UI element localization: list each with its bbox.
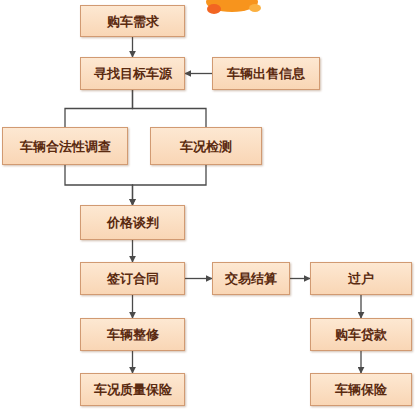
- cartoon-blob: [207, 4, 221, 14]
- flow-arrow: [360, 295, 361, 318]
- box-label: 交易结算: [225, 271, 277, 286]
- box-label: 价格谈判: [107, 215, 159, 230]
- box-label: 车辆出售信息: [227, 66, 305, 81]
- box-label: 车辆保险: [335, 382, 387, 397]
- flow-arrow: [65, 90, 133, 127]
- flow-arrow: [65, 165, 133, 205]
- cartoon-blob: [206, 0, 258, 12]
- process-box: 寻找目标车源: [80, 57, 185, 90]
- process-box: 车辆保险: [310, 373, 412, 406]
- process-box: 购车贷款: [310, 318, 412, 351]
- flow-arrow: [132, 240, 133, 262]
- box-label: 签订合同: [107, 271, 159, 286]
- process-box: 车辆出售信息: [212, 57, 320, 90]
- flow-arrow: [185, 73, 212, 74]
- flow-arrow: [132, 295, 133, 318]
- box-label: 车辆整修: [107, 327, 159, 342]
- flow-arrow: [133, 165, 207, 205]
- process-box: 购车需求: [80, 5, 185, 37]
- process-box: 车辆合法性调查: [2, 127, 128, 165]
- process-box: 车况质量保险: [80, 373, 185, 406]
- flow-arrow: [132, 37, 133, 57]
- process-box: 车况检测: [150, 127, 262, 165]
- cartoon-blob: [249, 4, 261, 12]
- box-label: 车辆合法性调查: [20, 139, 111, 154]
- box-label: 购车需求: [107, 14, 159, 29]
- box-label: 车况检测: [180, 139, 232, 154]
- process-box: 签订合同: [80, 262, 185, 295]
- flow-arrow: [290, 278, 310, 279]
- process-box: 价格谈判: [80, 205, 185, 240]
- box-label: 过户: [348, 271, 374, 286]
- box-label: 车况质量保险: [94, 382, 172, 397]
- process-box: 车辆整修: [80, 318, 185, 351]
- process-box: 过户: [310, 262, 412, 295]
- flow-arrow: [133, 90, 207, 127]
- flow-arrow: [360, 351, 361, 373]
- flow-arrow: [185, 278, 212, 279]
- box-label: 寻找目标车源: [94, 66, 172, 81]
- flow-arrow: [132, 351, 133, 373]
- box-label: 购车贷款: [335, 327, 387, 342]
- process-box: 交易结算: [212, 262, 290, 295]
